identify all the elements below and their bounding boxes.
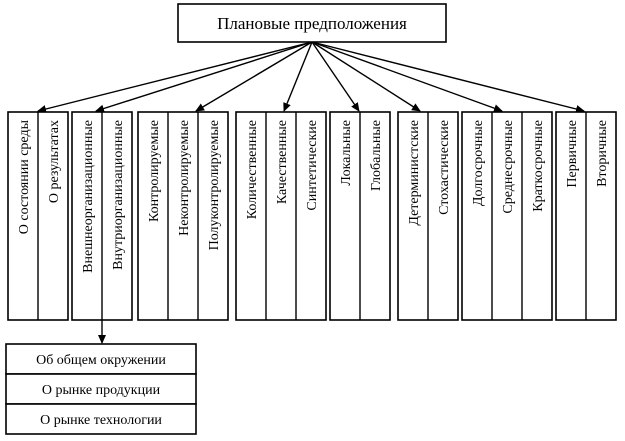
category-label: Долгосрочные xyxy=(471,120,486,206)
category-label: Стохастические xyxy=(437,120,452,215)
sub-label: Об общем окружении xyxy=(36,353,166,368)
category-group: Первичные Вторичные xyxy=(555,111,617,321)
category-label: Вторичные xyxy=(595,120,610,187)
connector-arrow xyxy=(95,41,313,113)
connector-arrow xyxy=(311,41,585,113)
category-label: Неконтролируемые xyxy=(177,120,192,236)
category-group: Внешнеорганизационные Внутриорганизационн… xyxy=(71,111,133,321)
root-node: Плановые предположения xyxy=(177,3,447,43)
sub-item: О рынке продукции xyxy=(5,373,197,405)
category-group: Количественные Качественные Синтетические xyxy=(235,111,327,321)
sub-item: Об общем окружении xyxy=(5,343,197,375)
group-box xyxy=(235,111,327,321)
sub-item: О рынке технологии xyxy=(5,403,197,435)
category-label: Полуконтролируемые xyxy=(207,120,222,250)
category-label: О результатах xyxy=(47,120,62,203)
sub-box xyxy=(5,373,197,405)
category-label: Детерминистские xyxy=(407,120,422,226)
sub-list: Об общем окружении О рынке продукции О рын… xyxy=(5,343,197,435)
connector-arrow xyxy=(311,41,360,112)
connector-arrow xyxy=(311,41,421,112)
connectors xyxy=(37,41,585,344)
sub-box xyxy=(5,403,197,435)
connector-arrow xyxy=(283,41,313,112)
sub-label: О рынке технологии xyxy=(40,413,162,428)
category-group: Контролируемые Неконтролируемые Полуконтро… xyxy=(137,111,229,321)
category-label: О состоянии среды xyxy=(17,119,32,234)
connector-arrow xyxy=(195,41,313,112)
root-label: Плановые предположения xyxy=(217,14,407,33)
connector-arrow xyxy=(37,41,313,113)
connector-arrow xyxy=(311,41,503,113)
category-label: Количественные xyxy=(245,120,260,219)
group-box xyxy=(461,111,553,321)
category-group: Детерминистские Стохастические xyxy=(397,111,459,321)
category-group: Локальные Глобальные xyxy=(329,111,391,321)
category-group: Долгосрочные Среднесрочные Краткосрочные xyxy=(461,111,553,321)
category-label: Среднесрочные xyxy=(501,120,516,214)
category-label: Синтетические xyxy=(305,120,320,211)
category-label: Краткосрочные xyxy=(531,120,546,212)
category-label: Локальные xyxy=(339,120,354,186)
category-label: Качественные xyxy=(275,120,290,204)
category-label: Глобальные xyxy=(369,120,384,191)
root-box xyxy=(177,3,447,43)
category-label: Контролируемые xyxy=(147,120,162,222)
category-label: Внутриорганизационные xyxy=(111,120,126,270)
category-label: Внешнеорганизационные xyxy=(81,120,96,273)
category-group: О состоянии среды О результатах xyxy=(7,111,69,321)
category-groups: О состоянии среды О результатах Внешнеорга… xyxy=(7,111,617,321)
category-label: Первичные xyxy=(565,120,580,188)
sub-label: О рынке продукции xyxy=(42,383,161,398)
group-box xyxy=(137,111,229,321)
